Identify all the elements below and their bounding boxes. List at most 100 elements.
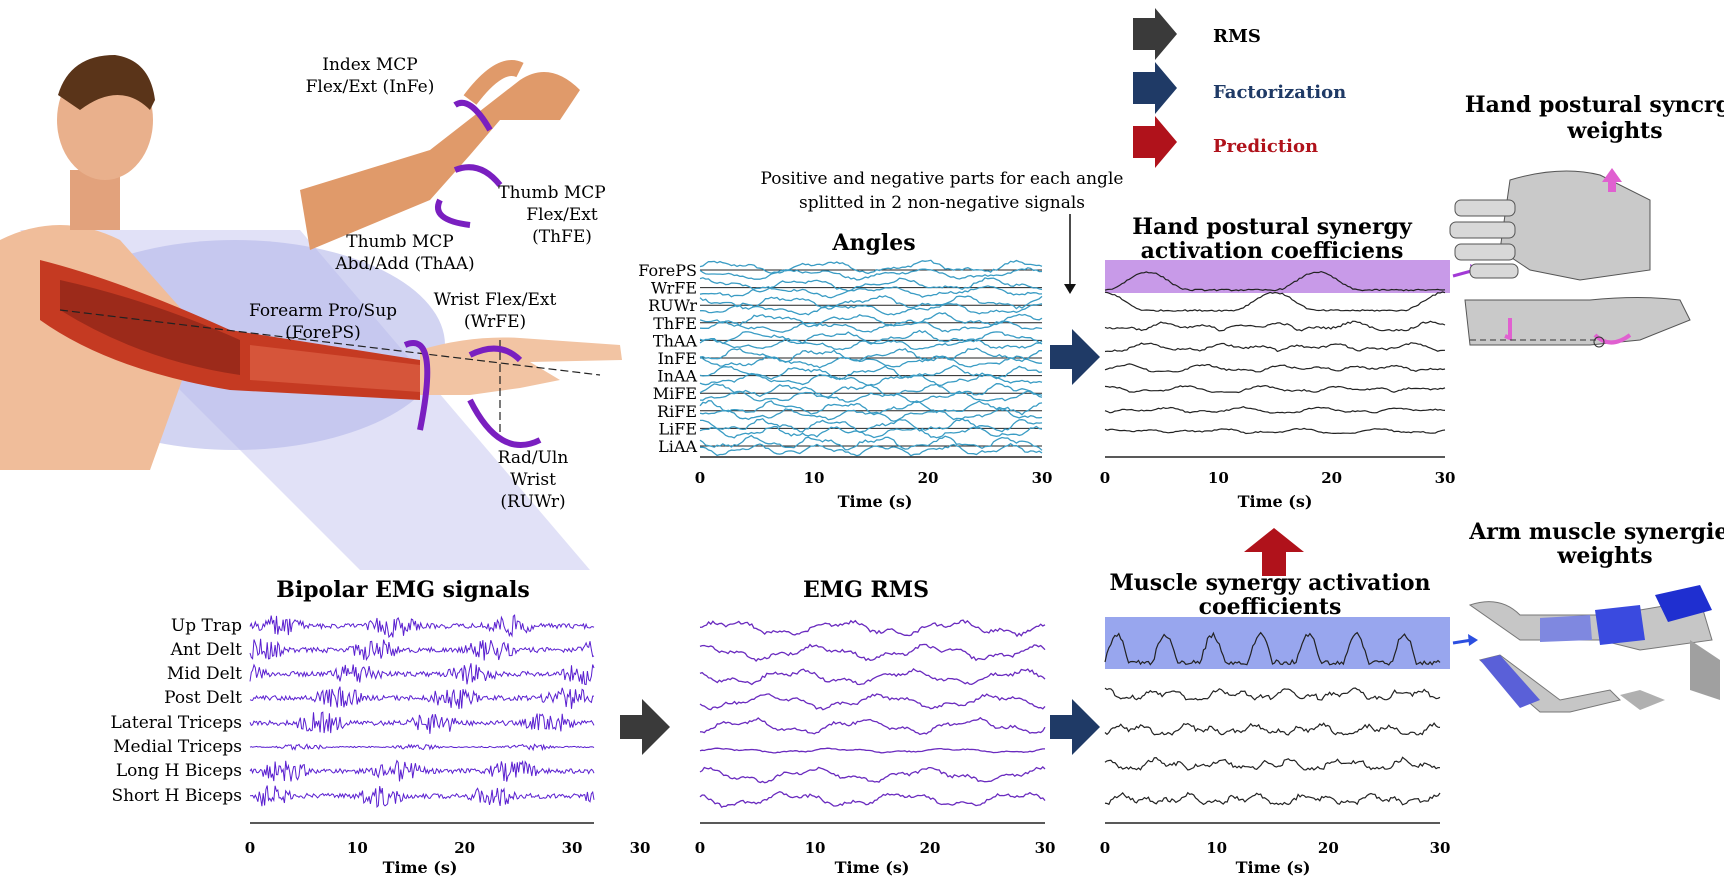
label-forearm-code: (ForePS) <box>285 323 361 343</box>
muscle-coeffs-tick-0: 0 <box>1100 839 1110 857</box>
factorization-arrow-top-icon <box>1050 329 1100 385</box>
rms-trace-2 <box>699 643 1046 662</box>
emg-end-tick: 30 <box>630 839 651 857</box>
hand-coeffs-title-2: activation coefficiens <box>1141 238 1404 264</box>
hand-coeff-trace-3 <box>1104 320 1446 332</box>
angles-trace-ruwr <box>699 295 1043 310</box>
rms-tick-0: 0 <box>695 839 705 857</box>
rms-trace-3 <box>699 668 1046 686</box>
label-index-mcp: Index MCP <box>322 55 417 75</box>
hand-coeffs-x-ticks: 0 10 20 30 <box>1100 469 1456 487</box>
label-forearm: Forearm Pro/Sup <box>249 301 397 321</box>
angles-trace-thaa <box>699 329 1043 345</box>
label-wrist: Wrist Flex/Ext <box>434 290 557 310</box>
emg-xlabel: Time (s) <box>383 858 458 877</box>
rms-trace-1 <box>699 619 1046 638</box>
angles-trace-neg-thaa <box>699 337 1043 351</box>
angles-trace-inaa <box>699 364 1043 380</box>
label-radul-wrist: Wrist <box>510 470 556 490</box>
angles-tick-10: 10 <box>804 469 825 487</box>
emg-trace-8 <box>249 785 595 809</box>
angles-trace-thfe <box>699 312 1043 328</box>
hand-coeffs-plot <box>1104 270 1446 458</box>
angles-trace-neg-thfe <box>699 320 1043 333</box>
rms-tick-30: 30 <box>1035 839 1056 857</box>
hand-illustration <box>300 60 580 250</box>
angles-plot <box>699 259 1043 458</box>
hand-synergy-highlight <box>1105 260 1450 293</box>
emg-label-post-delt: Post Delt <box>164 688 242 708</box>
angles-trace-neg-infe <box>699 355 1042 369</box>
angles-trace-neg-foreps <box>699 267 1043 281</box>
emg-label-up-trap: Up Trap <box>171 616 242 636</box>
dark-arrow-icon <box>1133 8 1177 60</box>
angles-tick-20: 20 <box>918 469 939 487</box>
hand-weights-title-2: weights <box>1566 118 1662 144</box>
person-illustration <box>0 55 622 570</box>
hand-coeffs-tick-10: 10 <box>1208 469 1229 487</box>
rms-arrow-icon <box>620 699 670 755</box>
arm-weights-pointer-head <box>1468 634 1478 646</box>
arm-weights-title-1: Arm muscle synergies <box>1468 519 1724 545</box>
emg-tick-30: 30 <box>562 839 583 857</box>
muscle-coeffs-plot <box>1104 631 1441 824</box>
emg-trace-4 <box>249 686 594 710</box>
note-line-1: Positive and negative parts for each ang… <box>761 169 1124 189</box>
joint-labels: Index MCP Flex/Ext (InFe) Thumb MCP Flex… <box>249 55 606 512</box>
angles-trace-neg-liaa <box>700 442 1043 457</box>
angles-label-wrfe: WrFE <box>651 279 697 298</box>
emg-trace-7 <box>249 759 595 782</box>
hand-coeffs-tick-30: 30 <box>1435 469 1456 487</box>
muscle-coeffs-title-1: Muscle synergy activation <box>1109 570 1430 596</box>
hand-coeffs-tick-0: 0 <box>1100 469 1110 487</box>
angles-trace-neg-rife <box>699 408 1043 422</box>
emg-title: Bipolar EMG signals <box>276 577 530 603</box>
legend-prediction-label: Prediction <box>1213 136 1318 157</box>
muscle-coeff-trace-5 <box>1104 791 1441 806</box>
rms-xlabel: Time (s) <box>835 858 910 877</box>
angles-trace-neg-mife <box>699 390 1043 404</box>
muscle-coeffs-title-2: coefficients <box>1199 594 1342 620</box>
emg-trace-1 <box>249 614 595 639</box>
angles-label-life: LiFE <box>658 419 697 438</box>
hand-coeffs-tick-20: 20 <box>1321 469 1342 487</box>
hand-coeff-trace-7 <box>1104 406 1446 414</box>
note-pointer-head <box>1064 284 1076 294</box>
angles-label-foreps: ForePS <box>638 261 697 280</box>
rms-tick-10: 10 <box>805 839 826 857</box>
note-line-2: splitted in 2 non-negative signals <box>799 193 1085 213</box>
emg-label-short-h-biceps: Short H Biceps <box>111 786 242 806</box>
emg-trace-5 <box>249 711 595 734</box>
angles-trace-infe <box>699 347 1042 363</box>
rms-trace-6 <box>699 747 1045 754</box>
angles-label-inaa: InAA <box>657 367 697 386</box>
label-thumb-aa: Abd/Add (ThAA) <box>334 254 474 274</box>
muscle-coeff-trace-3 <box>1104 722 1441 736</box>
label-thumb-mcp-fe: Thumb MCP <box>498 183 606 203</box>
hand-weights-title-1: Hand postural syncrgics <box>1465 92 1724 118</box>
legend-rms-label: RMS <box>1213 26 1261 47</box>
rms-plot <box>699 619 1046 824</box>
arm-weights-illustration <box>1468 585 1720 713</box>
angles-label-ruwr: RUWr <box>648 296 697 315</box>
hand-coeff-trace-5 <box>1104 363 1446 373</box>
angles-trace-neg-wrfe <box>699 285 1043 299</box>
legend-prediction: Prediction <box>1133 116 1318 168</box>
label-index-flex: Flex/Ext (InFe) <box>306 77 435 97</box>
hand-coeffs-title-1: Hand postural synergy <box>1132 214 1413 240</box>
label-thumb-mcp-aa: Thumb MCP <box>346 232 454 252</box>
rms-trace-4 <box>699 693 1046 711</box>
prediction-arrow-icon <box>1244 528 1304 576</box>
arm-weights-title-2: weights <box>1556 543 1652 569</box>
angles-trace-neg-ruwr <box>700 302 1043 316</box>
rms-title: EMG RMS <box>803 577 929 603</box>
rms-trace-8 <box>699 791 1046 809</box>
emg-label-long-h-biceps: Long H Biceps <box>116 761 242 781</box>
label-wrist-code: (WrFE) <box>464 312 526 332</box>
